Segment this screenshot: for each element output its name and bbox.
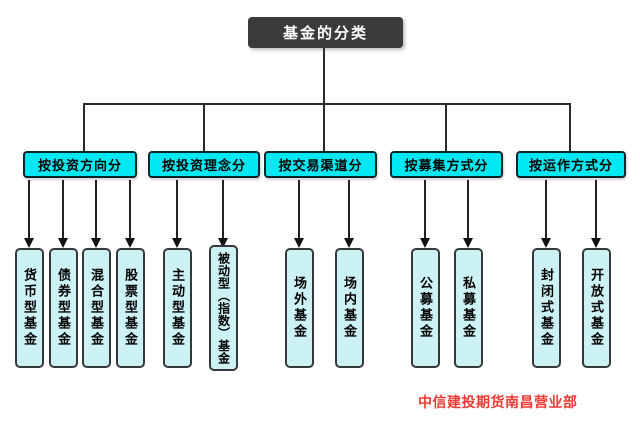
connector-arrow: [420, 180, 430, 248]
leaf-node-public-fund: 公募基金: [411, 248, 440, 368]
category-label: 按募集方式分: [404, 158, 489, 173]
connector-arrow: [125, 180, 135, 248]
category-node-investment-direction: 按投资方向分: [23, 151, 137, 178]
connector-line-drop: [323, 105, 325, 151]
footer-caption: 中信建投期货南昌营业部: [418, 394, 578, 410]
category-label: 按投资理念分: [161, 158, 246, 173]
connector-line-drop: [445, 105, 447, 151]
category-node-fundraising-method: 按募集方式分: [390, 151, 503, 178]
category-node-operation-method: 按运作方式分: [516, 151, 626, 178]
connector-arrow: [344, 180, 354, 248]
leaf-label: 股票型基金: [123, 268, 138, 348]
leaf-label: 债券型基金: [56, 268, 71, 348]
leaf-label: 货币型基金: [22, 268, 37, 348]
leaf-node-active-fund: 主动型基金: [163, 248, 192, 368]
root-label: 基金的分类: [282, 25, 368, 42]
leaf-label: 封闭式基金: [539, 268, 554, 348]
category-node-investment-philosophy: 按投资理念分: [148, 151, 260, 178]
connector-arrow: [541, 180, 551, 248]
leaf-node-closed-end-fund: 封闭式基金: [532, 248, 561, 368]
root-node: 基金的分类: [248, 17, 403, 48]
connector-line-drop: [203, 105, 205, 151]
category-label: 按交易渠道分: [278, 158, 363, 173]
leaf-label: 场外基金: [292, 276, 307, 340]
connector-line-drop: [569, 105, 571, 151]
leaf-node-stock-fund: 股票型基金: [116, 248, 145, 368]
connector-line-horizontal: [83, 103, 571, 105]
leaf-node-otc-fund: 场外基金: [285, 248, 314, 368]
connector-arrow: [91, 180, 101, 248]
connector-line-trunk: [323, 48, 325, 105]
leaf-node-hybrid-fund: 混合型基金: [82, 248, 111, 368]
category-label: 按投资方向分: [37, 158, 122, 173]
leaf-node-private-fund: 私募基金: [454, 248, 483, 368]
leaf-label: 开放式基金: [589, 268, 604, 348]
leaf-node-open-end-fund: 开放式基金: [582, 248, 611, 368]
connector-arrow: [24, 180, 34, 248]
leaf-node-bond-fund: 债券型基金: [49, 248, 78, 368]
leaf-label: 被动型（指数）基金: [216, 251, 231, 365]
connector-arrow: [58, 180, 68, 248]
leaf-node-passive-index-fund: 被动型（指数）基金: [209, 245, 238, 371]
leaf-label: 私募基金: [461, 276, 476, 340]
leaf-label: 公募基金: [418, 276, 433, 340]
connector-line-drop: [83, 105, 85, 151]
connector-arrow: [172, 180, 182, 248]
connector-arrow: [591, 180, 601, 248]
leaf-label: 主动型基金: [170, 268, 185, 348]
connector-arrow: [463, 180, 473, 248]
category-label: 按运作方式分: [528, 158, 613, 173]
leaf-node-money-fund: 货币型基金: [15, 248, 44, 368]
leaf-node-exchange-fund: 场内基金: [335, 248, 364, 368]
category-node-trading-channel: 按交易渠道分: [264, 151, 377, 178]
leaf-label: 场内基金: [342, 276, 357, 340]
connector-arrow: [294, 180, 304, 248]
leaf-label: 混合型基金: [89, 268, 104, 348]
connector-arrow: [218, 180, 228, 248]
